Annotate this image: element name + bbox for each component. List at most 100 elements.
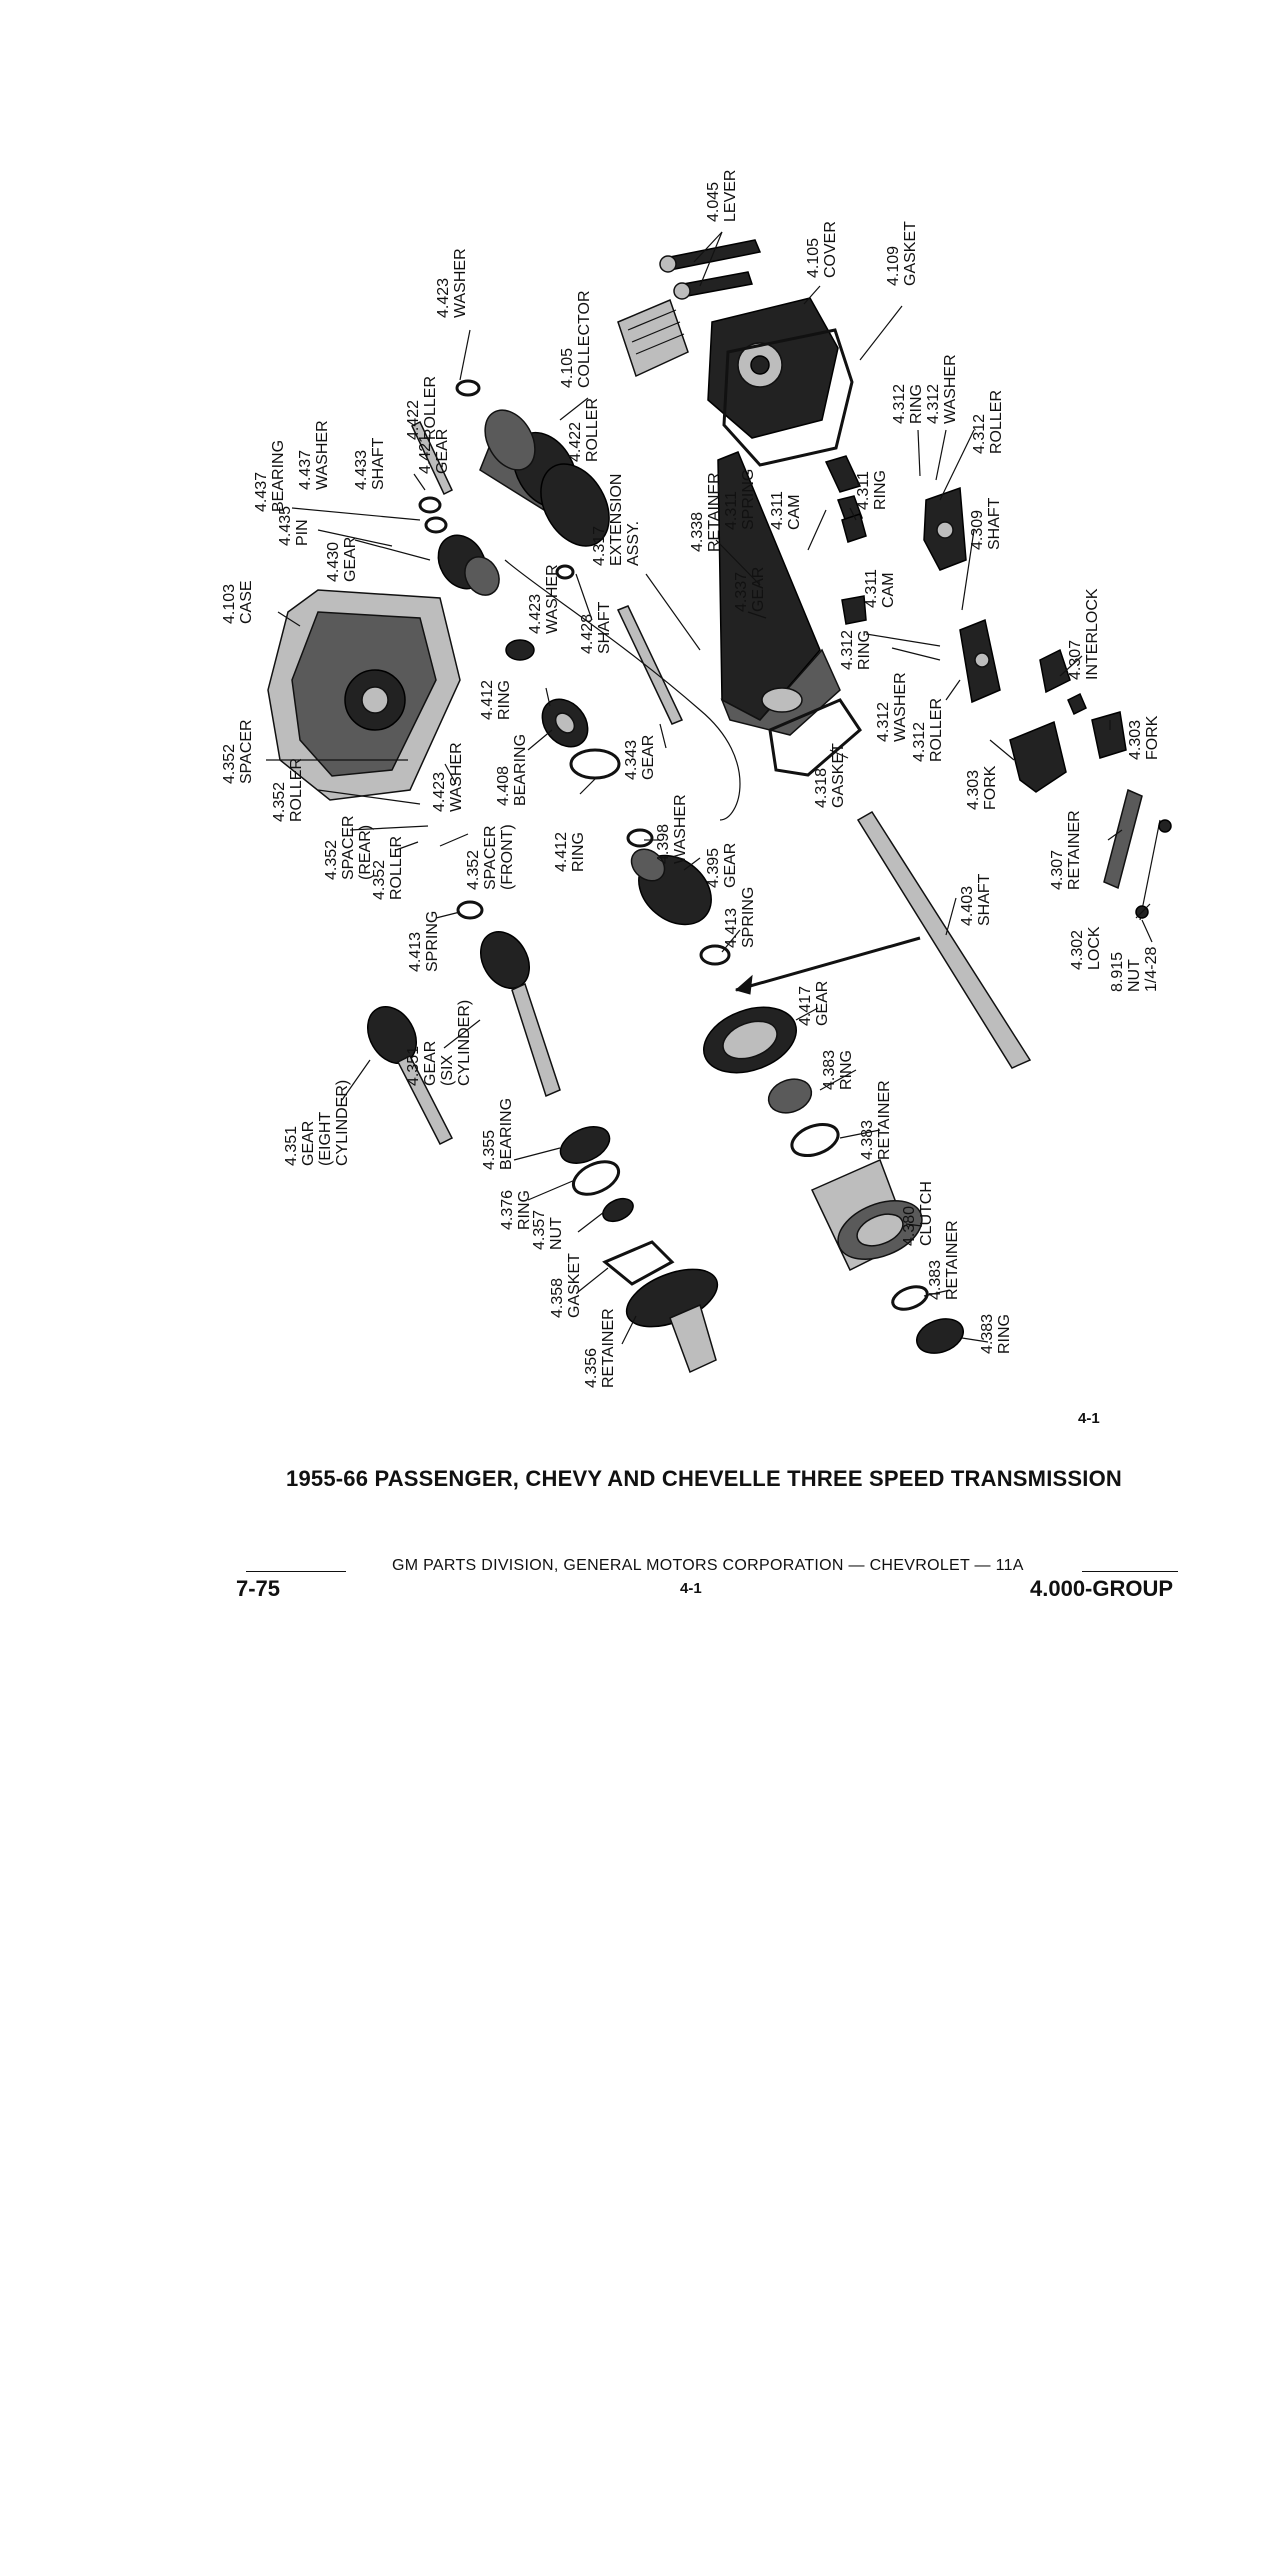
washer-ring bbox=[626, 828, 654, 848]
lock-rod-part bbox=[1139, 819, 1161, 921]
label-shaft-428: 4.428SHAFT bbox=[579, 601, 613, 654]
shift-fork-part bbox=[1009, 720, 1067, 793]
callout-line: ROLLER bbox=[288, 758, 305, 822]
label-spring-413a: 4.413SPRING bbox=[407, 911, 441, 972]
callout-line: 4.352 bbox=[371, 860, 388, 900]
callout-line: GEAR bbox=[342, 537, 359, 582]
callout-line: (REAR) bbox=[357, 825, 374, 880]
front-bearing-part bbox=[559, 1126, 611, 1164]
diagram-title: 1955-66 PASSENGER, CHEVY AND CHEVELLE TH… bbox=[286, 1466, 1122, 1491]
label-spacer-352: 4.352SPACER bbox=[221, 719, 255, 784]
callout-line: RETAINER bbox=[944, 1220, 961, 1300]
nut-part bbox=[1158, 819, 1172, 833]
callout-line: 4.352 bbox=[271, 782, 288, 822]
label-gear-417: 4.417GEAR bbox=[797, 981, 831, 1026]
label-washer-437: 4.437WASHER bbox=[297, 420, 331, 490]
label-ring-412a: 4.412RING bbox=[479, 680, 513, 720]
callout-line: 4.423 bbox=[431, 772, 448, 812]
callout-line: 4.423 bbox=[435, 278, 452, 318]
callout-line: 4.408 bbox=[495, 766, 512, 806]
callout-line: 4.311 bbox=[855, 471, 872, 510]
mainshaft-part bbox=[856, 810, 1032, 1069]
callout-line: WASHER bbox=[892, 672, 909, 742]
rear-bearing-part bbox=[541, 698, 589, 748]
drive-gear-six-part bbox=[480, 931, 561, 1098]
label-gear-343: 4.343GEAR bbox=[623, 735, 657, 780]
countershaft-part bbox=[411, 420, 453, 496]
callout-line: 4.312 bbox=[875, 702, 892, 742]
callout-line: WASHER bbox=[314, 420, 331, 490]
footer-group: 4.000-GROUP bbox=[1030, 1576, 1174, 1601]
washer-ring bbox=[418, 496, 442, 514]
callout-line: 4.422 bbox=[567, 422, 584, 462]
callout-line: 4.352 bbox=[221, 744, 238, 784]
footer-date: 7-75 bbox=[236, 1576, 281, 1601]
callout-line: WASHER bbox=[452, 248, 469, 318]
callout-line: 4.312 bbox=[891, 384, 908, 424]
callout-line: BEARING bbox=[512, 734, 529, 806]
callout-line: 4.307 bbox=[1067, 640, 1084, 680]
callout-line: RING bbox=[496, 680, 513, 720]
label-ring-312a: 4.312RING bbox=[891, 384, 925, 424]
label-shaft-403: 4.403SHAFT bbox=[959, 873, 993, 926]
callout-line: 4.433 bbox=[353, 450, 370, 490]
callout-line: 4.355 bbox=[481, 1130, 498, 1170]
callout-line: SHAFT bbox=[596, 601, 613, 654]
label-cam-311b: 4.311CAM bbox=[863, 569, 897, 608]
callout-line: RING bbox=[570, 832, 587, 872]
label-lever: 4.045LEVER bbox=[705, 170, 739, 222]
callout-line: 4.380 bbox=[901, 1206, 918, 1246]
label-retainer-307: 4.307RETAINER bbox=[1049, 810, 1083, 890]
callout-line: RING bbox=[838, 1050, 855, 1090]
label-gear-six: 4.351GEAR(SIXCYLINDER) bbox=[405, 1000, 473, 1086]
callout-line: 8.915 bbox=[1109, 952, 1126, 992]
callout-line: LEVER bbox=[722, 170, 739, 222]
label-pin-435: 4.435PIN bbox=[277, 506, 311, 546]
label-ring-311: 4.311RING bbox=[855, 470, 889, 510]
third-gear-part bbox=[702, 1006, 798, 1074]
label-interlock: 4.307INTERLOCK bbox=[1067, 588, 1101, 680]
callout-line: 4.403 bbox=[959, 886, 976, 926]
shift-lever-part bbox=[659, 239, 762, 300]
reverse-idler-part bbox=[437, 534, 500, 596]
callout-line: NUT bbox=[1126, 959, 1143, 992]
callout-line: RING bbox=[908, 384, 925, 424]
label-washer-top: 4.423WASHER bbox=[435, 248, 469, 318]
footer-rule-right bbox=[1082, 1571, 1178, 1572]
label-fork-303b: 4.303FORK bbox=[1127, 715, 1161, 760]
label-gear-421: 4.421GEAR bbox=[417, 429, 451, 474]
label-washer-398: 4.398WASHER bbox=[655, 794, 689, 864]
callout-line: WASHER bbox=[544, 564, 561, 634]
callout-line: RETAINER bbox=[1066, 810, 1083, 890]
label-ring-312b: 4.312RING bbox=[839, 630, 873, 670]
callout-line: GASKET bbox=[902, 221, 919, 286]
callout-line: 4.423 bbox=[527, 594, 544, 634]
label-spacer-rear: 4.352SPACER(REAR) bbox=[323, 815, 374, 880]
snap-ring bbox=[571, 1160, 621, 1196]
callout-line: 4.412 bbox=[479, 680, 496, 720]
callout-line: SPACER bbox=[340, 815, 357, 880]
callout-line: COLLECTOR bbox=[576, 290, 593, 388]
callout-line: 4.302 bbox=[1069, 930, 1086, 970]
callout-line: 4.352 bbox=[465, 850, 482, 890]
callout-line: SPRING bbox=[740, 887, 757, 948]
callout-line: 4.383 bbox=[821, 1050, 838, 1090]
label-washer-312a: 4.312WASHER bbox=[925, 354, 959, 424]
callout-line: ASSY. bbox=[625, 521, 642, 566]
label-ring-383b: 4.383RING bbox=[979, 1314, 1013, 1354]
callout-line: SHAFT bbox=[986, 497, 1003, 550]
interlock-part bbox=[1067, 692, 1087, 716]
label-gear-395: 4.395GEAR bbox=[705, 843, 739, 888]
label-washer-312b: 4.312WASHER bbox=[875, 672, 909, 742]
collector-part bbox=[617, 298, 689, 378]
label-roller-422a: 4.422ROLLER bbox=[405, 376, 439, 440]
label-washer-423b: 4.423WASHER bbox=[527, 564, 561, 634]
spring-ring bbox=[456, 900, 484, 920]
callout-line: 4.437 bbox=[253, 472, 270, 512]
callout-line: ROLLER bbox=[988, 390, 1005, 454]
footer-division: GM PARTS DIVISION, GENERAL MOTORS CORPOR… bbox=[392, 1557, 1024, 1574]
callout-line: 4.383 bbox=[927, 1260, 944, 1300]
label-gear-eight: 4.351GEAR(EIGHTCYLINDER) bbox=[283, 1080, 351, 1166]
callout-line: 4.413 bbox=[407, 932, 424, 972]
callout-line: GEAR bbox=[300, 1121, 317, 1166]
